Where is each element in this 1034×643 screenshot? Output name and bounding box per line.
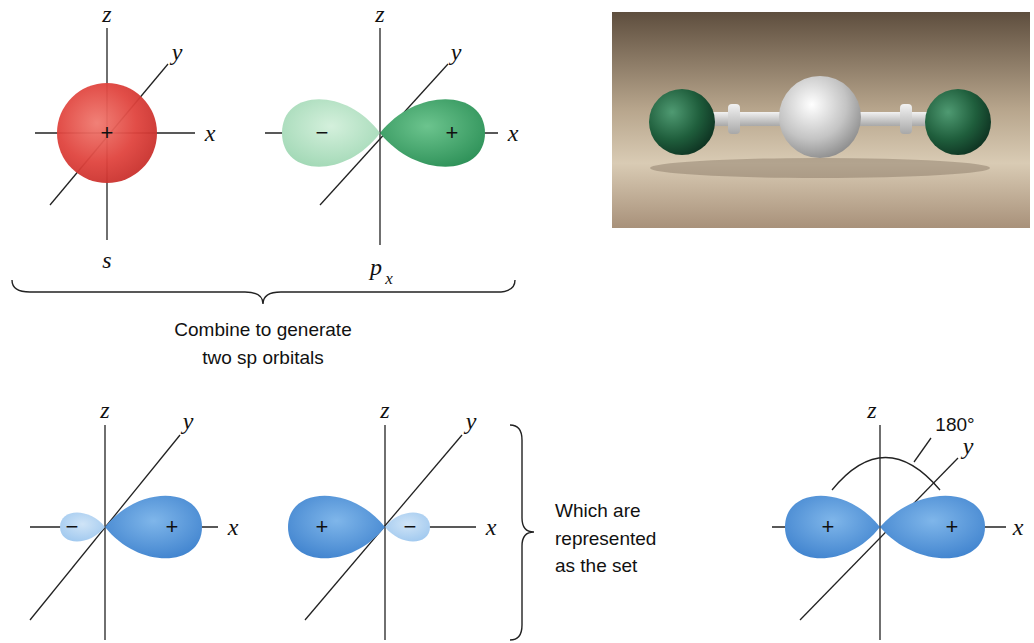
orbital-label: s xyxy=(102,248,111,272)
sp-lobe xyxy=(880,496,985,559)
axis-label: z xyxy=(867,398,876,422)
phase-sign: + xyxy=(166,516,179,538)
sp-small-lobe xyxy=(385,513,430,542)
chlorine-ball xyxy=(649,89,715,155)
caption-text: Combine to generate two sp orbitals xyxy=(168,316,358,371)
axis-label: x xyxy=(228,515,239,539)
photo-background xyxy=(612,12,1030,228)
sp-lobe xyxy=(785,496,880,559)
brace xyxy=(510,425,534,640)
chlorine-ball xyxy=(925,89,991,155)
sp-large-lobe xyxy=(105,496,202,559)
axis-label: z xyxy=(102,2,111,26)
axis-label: y xyxy=(963,434,974,458)
axis-label: x xyxy=(205,121,216,145)
axis-label: z xyxy=(100,398,109,422)
leader-line xyxy=(914,438,931,462)
y-axis xyxy=(50,64,168,205)
bond-stick xyxy=(900,104,912,134)
axis-label: x xyxy=(508,121,519,145)
shadow xyxy=(650,158,990,178)
axis-label: y xyxy=(451,40,462,64)
phase-sign: − xyxy=(404,516,417,538)
z-axis xyxy=(379,28,380,245)
axis-label: z xyxy=(380,398,389,422)
brace xyxy=(12,280,515,304)
p-lobe-negative xyxy=(282,99,380,166)
z-axis xyxy=(104,425,105,640)
axis-label: z xyxy=(375,2,384,26)
axes xyxy=(30,28,1006,640)
angle-arc xyxy=(832,458,940,491)
phase-sign: + xyxy=(946,516,959,538)
molecule-photo xyxy=(612,12,1030,228)
axis-label: x xyxy=(1013,515,1024,539)
p-lobe-positive xyxy=(380,99,485,166)
z-axis xyxy=(384,425,385,640)
orbital-subscript: x xyxy=(385,270,393,287)
central-atom-ball xyxy=(779,76,861,158)
axis-label: y xyxy=(172,40,183,64)
sp-large-lobe xyxy=(288,496,385,559)
sp-small-lobe xyxy=(60,513,105,542)
axis-label: y xyxy=(466,409,477,433)
phase-sign: + xyxy=(822,516,835,538)
note-text: Which are represented as the set xyxy=(555,497,675,580)
bond-stick xyxy=(728,104,740,134)
axis-label: x xyxy=(486,515,497,539)
phase-sign: − xyxy=(66,516,79,538)
phase-sign: + xyxy=(101,122,114,144)
s-orbital xyxy=(57,83,157,183)
phase-sign: + xyxy=(316,516,329,538)
phase-sign: + xyxy=(446,122,459,144)
phase-sign: − xyxy=(316,122,329,144)
axis-label: y xyxy=(183,409,194,433)
orbital-label: p xyxy=(370,255,382,279)
